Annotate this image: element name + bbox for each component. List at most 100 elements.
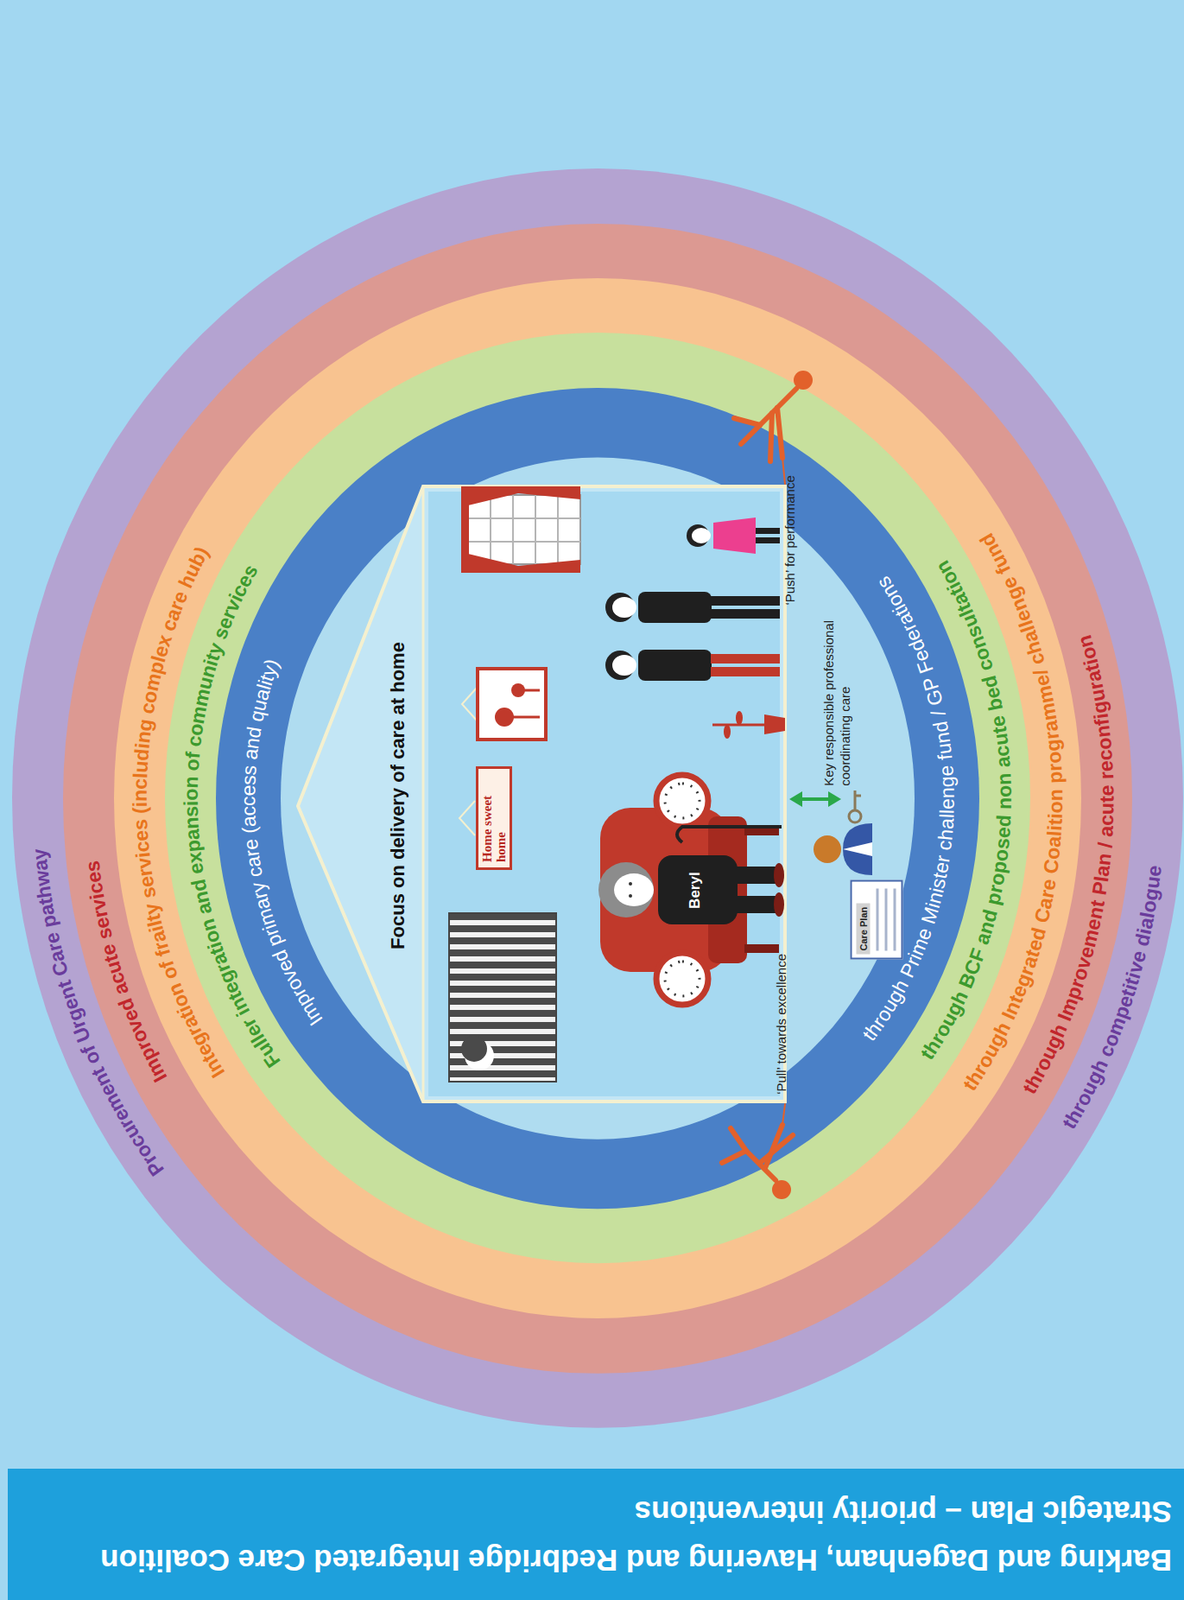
picture-hanger [462, 686, 478, 722]
ring-text-path: through Improvement Plan / acute reconfi… [1018, 632, 1119, 1097]
person-name: Beryl [685, 854, 704, 925]
face [614, 873, 654, 906]
diagram-title: Barking and Dagenham, Havering and Redbr… [49, 1487, 1172, 1584]
document-line [893, 888, 897, 951]
flower [494, 707, 514, 727]
leg [710, 653, 780, 664]
dress [713, 517, 756, 554]
ring-band: Procurement of Urgent Care pathwaythroug… [12, 168, 1184, 1428]
window-bar [557, 494, 559, 564]
shoe [773, 892, 785, 917]
curtain [468, 553, 581, 573]
window-bar [468, 517, 581, 520]
hair [686, 524, 710, 547]
professional-head [813, 835, 842, 863]
leg [710, 608, 780, 619]
leg [734, 895, 778, 913]
armchair-back [600, 807, 730, 972]
hair [605, 650, 635, 680]
leg [710, 595, 780, 606]
ring-band: Fuller integration and expansion of comm… [164, 332, 1031, 1263]
arrow-head [789, 791, 803, 807]
moon [464, 1040, 494, 1071]
house-shape [297, 486, 786, 1102]
ring-text: Improved primary care (access and qualit… [236, 655, 327, 1030]
window-bar [534, 494, 537, 564]
armchair-leg [744, 826, 779, 836]
professional-body [842, 823, 873, 875]
face [612, 596, 637, 618]
house-outline [297, 486, 786, 1102]
body [658, 854, 738, 925]
hair [605, 592, 635, 622]
annotation: ‘Push’ for performance [782, 449, 799, 631]
key [854, 794, 862, 798]
curtain-rail [461, 486, 469, 573]
text-guide [443, 256, 1159, 1400]
shoe [773, 862, 785, 887]
window [468, 494, 581, 564]
ring-fill [113, 278, 1082, 1318]
house-node: Focus on delivery of care at home Home sw… [297, 486, 786, 1102]
ring-fill [12, 168, 1184, 1428]
hair [598, 861, 654, 918]
ring-fill [164, 332, 1031, 1263]
care-plan-document: Care Plan [850, 880, 904, 960]
house-room [428, 491, 780, 1096]
flower-stem [509, 715, 540, 719]
text-guide [37, 265, 772, 1400]
curtain [468, 486, 581, 506]
ring-text: Fuller integration and expansion of comm… [179, 560, 285, 1072]
leg [734, 866, 778, 884]
inner-circle [280, 456, 915, 1139]
plant-stem [712, 723, 766, 727]
armchair-seat [708, 816, 748, 963]
ring-text-path: Fuller integration and expansion of comm… [179, 560, 285, 1072]
ring-fill [215, 387, 980, 1209]
text-guide [570, 265, 1107, 1346]
house-heading: Focus on delivery of care at home [386, 605, 410, 986]
eye [628, 881, 633, 886]
text-guide [139, 309, 574, 1291]
title-bar: Barking and Dagenham, Havering and Redbr… [7, 1468, 1184, 1600]
ring-graphic: Improved acute servicesthrough Improveme… [63, 223, 1133, 1374]
ring-fill [63, 223, 1133, 1374]
ring-band: Integration of frailty services (includi… [113, 278, 1082, 1318]
text-guide [190, 364, 584, 1235]
leg [710, 666, 780, 677]
push-figure-head [793, 370, 813, 390]
document-title: Care Plan [856, 903, 871, 955]
plant-pot [764, 714, 786, 735]
text-guide [88, 302, 730, 1346]
arm-pattern [664, 961, 700, 996]
ring-text-path: through BCF and proposed non acute bed c… [915, 557, 1015, 1064]
text-guide [247, 431, 616, 1174]
annotation: ‘Pull’ towards excellence [773, 932, 791, 1115]
plant-leaf [735, 710, 743, 725]
arrow-head [828, 791, 842, 807]
walking-stick [677, 826, 782, 843]
ring-band: Improved acute servicesthrough Improveme… [63, 223, 1133, 1374]
annotation: Key responsible professional coordinatin… [821, 578, 855, 786]
face [691, 527, 711, 544]
professional-shirt [842, 842, 873, 856]
flower [511, 683, 526, 697]
face [612, 654, 637, 676]
ring-text: through Prime Minister challenge fund / … [857, 571, 958, 1045]
key [848, 810, 862, 823]
document-line [885, 888, 888, 951]
window-bar [489, 494, 492, 564]
text-guide [619, 363, 1005, 1235]
leg [755, 537, 780, 544]
double-arrow [799, 797, 831, 801]
ring-text-path: through Prime Minister challenge fund / … [857, 571, 958, 1045]
moon-shadow [461, 1035, 488, 1062]
leg [755, 527, 780, 534]
push-figure [734, 388, 797, 484]
sign-text: Home sweet home [480, 773, 508, 862]
ring-text: through BCF and proposed non acute bed c… [915, 557, 1015, 1064]
window-bar [512, 494, 514, 564]
sign-hanger [459, 800, 475, 836]
